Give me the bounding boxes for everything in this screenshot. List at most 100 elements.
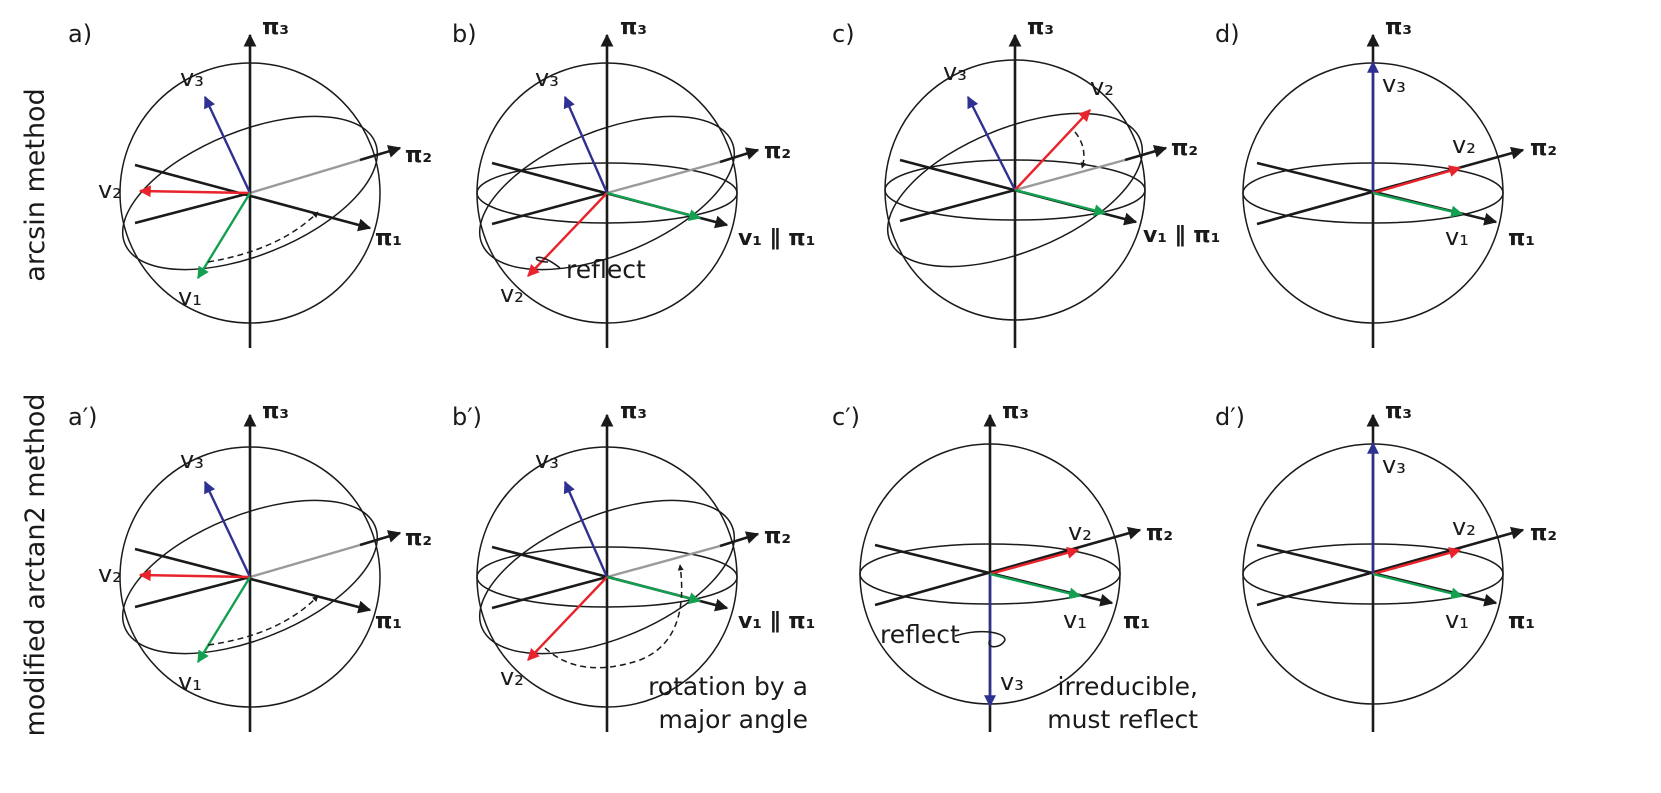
panel-d-prime: d′) π₃ π₂ π₁ v₃ v₂ v₁ xyxy=(1215,399,1557,732)
panel-a-prime-tag: a′) xyxy=(68,403,98,431)
row-label-bottom: modified arctan2 method xyxy=(20,394,51,737)
panel-b-v3-arrow xyxy=(563,95,609,194)
panel-a-prime: a′) π₃ π₂ π₁ v₃ v₂ v₁ xyxy=(68,399,432,732)
panel-c-v1-arrow xyxy=(1014,188,1107,217)
panel-b-tag: b) xyxy=(452,20,477,48)
panel-d-pi3-label: π₃ xyxy=(1385,15,1412,40)
panel-b-prime-note-line1: rotation by a xyxy=(648,672,808,701)
panel-a-pi2-label: π₂ xyxy=(405,143,432,168)
panel-b-v3-label: v₃ xyxy=(535,64,559,92)
panel-b-v1pi1-label: v₁ ∥ π₁ xyxy=(738,226,815,251)
panel-b-prime-tag: b′) xyxy=(452,403,482,431)
panel-d-prime-tag: d′) xyxy=(1215,403,1245,431)
panel-d: d) π₃ π₂ π₁ v₃ v₂ v₁ xyxy=(1215,15,1557,348)
panel-d-prime-v3-label: v₃ xyxy=(1382,451,1406,479)
panel-d-prime-pi3-label: π₃ xyxy=(1385,399,1412,424)
panel-b-prime-v1pi1-label: v₁ ∥ π₁ xyxy=(738,609,815,634)
panel-d-v1-label: v₁ xyxy=(1445,223,1469,251)
panel-b: b) π₃ π₂ v₁ ∥ π₁ v₃ v₂ reflect xyxy=(452,15,815,348)
panel-d-v3-label: v₃ xyxy=(1382,70,1406,98)
panel-c-prime-reflect-note: reflect xyxy=(880,620,960,649)
panel-c-prime-note-line1: irreducible, xyxy=(1058,672,1198,701)
panel-b-reflect-note: reflect xyxy=(566,255,646,284)
panel-b-prime-pi2-axis xyxy=(719,531,760,548)
panel-c-prime-pi2-label: π₂ xyxy=(1146,521,1173,546)
panel-a-prime-pi2-label: π₂ xyxy=(405,526,432,551)
panel-c-prime-v1-arrow xyxy=(989,572,1082,600)
panel-c-v3-arrow xyxy=(966,95,1017,191)
panel-a: a) π₃ π₂ π₁ v₃ v₂ v₁ xyxy=(68,15,432,348)
panel-c-pi2-front xyxy=(899,188,1016,223)
panel-a-prime-rotated-plane xyxy=(121,499,379,655)
panel-c-pi2-label: π₂ xyxy=(1171,136,1198,161)
panel-a-v2-arrow xyxy=(138,185,251,198)
panel-a-v1-arrow xyxy=(196,192,252,280)
panel-c-prime: c′) π₃ π₂ π₁ v₂ v₁ v₃ reflect irreducibl… xyxy=(832,399,1198,734)
panel-a-prime-v1-label: v₁ xyxy=(178,668,202,696)
panel-b-prime-v2-arrow xyxy=(527,576,608,661)
panel-b-prime-v2-label: v₂ xyxy=(500,663,524,691)
panel-d-prime-pi2-label: π₂ xyxy=(1530,521,1557,546)
panel-c-prime-tag: c′) xyxy=(832,403,860,431)
panel-c-prime-v2-arrow xyxy=(989,547,1080,576)
panel-c-rotation-dashed xyxy=(1074,131,1087,169)
panel-c-prime-pi3-label: π₃ xyxy=(1002,399,1029,424)
panel-d-v2-arrow xyxy=(1372,165,1462,195)
panel-c-prime-pi1-label: π₁ xyxy=(1123,609,1150,634)
panel-a-v2-label: v₂ xyxy=(98,176,122,204)
panel-a-prime-pi3-label: π₃ xyxy=(262,399,289,424)
panel-d-v1-arrow xyxy=(1372,191,1464,218)
panel-a-prime-v3-arrow xyxy=(203,480,252,578)
panel-a-pi1-label: π₁ xyxy=(375,226,402,251)
panel-c-prime-v2-label: v₂ xyxy=(1068,518,1092,546)
panel-a-rotated-plane xyxy=(121,115,379,271)
panel-b-v1-arrow xyxy=(606,191,702,221)
panel-a-pi1-axis xyxy=(134,163,372,232)
panel-c-pi2-back xyxy=(1014,158,1126,192)
panel-c-rotated-plane xyxy=(886,112,1144,268)
panel-b-prime-pi3-label: π₃ xyxy=(620,399,647,424)
panel-b-v2-label: v₂ xyxy=(500,280,524,308)
panel-a-prime-pi1-label: π₁ xyxy=(375,609,402,634)
panel-b-reflect-loop xyxy=(535,256,561,269)
panel-a-prime-rotation-dashed xyxy=(207,595,319,646)
panel-d-prime-v1-arrow xyxy=(1372,572,1464,600)
panel-b-pi2-axis xyxy=(719,147,760,164)
panel-b-v2-arrow xyxy=(527,192,608,277)
panel-c-prime-v3-label: v₃ xyxy=(1000,668,1024,696)
panel-a-pi2-front xyxy=(134,191,251,225)
panel-a-v3-label: v₃ xyxy=(180,64,204,92)
panel-c-tag: c) xyxy=(832,20,855,48)
panel-a-pi3-label: π₃ xyxy=(262,15,289,40)
panel-d-pi1-label: π₁ xyxy=(1508,226,1535,251)
panel-d-prime-v1-label: v₁ xyxy=(1445,606,1469,634)
panel-a-prime-pi1-axis xyxy=(134,547,372,614)
panel-d-prime-v2-label: v₂ xyxy=(1452,513,1476,541)
panel-c-v3-label: v₃ xyxy=(943,58,967,86)
panel-c-pi3-label: π₃ xyxy=(1027,15,1054,40)
panel-b-prime-v3-arrow xyxy=(563,480,609,578)
panel-d-v2-label: v₂ xyxy=(1452,131,1476,159)
panel-c-prime-note-line2: must reflect xyxy=(1047,705,1198,734)
panel-a-pi2-axis xyxy=(359,145,402,162)
panel-a-prime-v2-arrow xyxy=(138,569,251,582)
panel-d-pi2-label: π₂ xyxy=(1530,136,1557,161)
panel-a-pi2-back xyxy=(249,158,361,195)
panel-b-prime-v1-arrow xyxy=(606,575,702,605)
panel-a-prime-pi2-front xyxy=(134,575,251,609)
panel-b-rotated-plane xyxy=(478,115,736,271)
panel-c-prime-reflect-loop xyxy=(954,630,1006,648)
panel-a-tag: a) xyxy=(68,20,92,48)
panel-b-prime-rotated-plane xyxy=(478,499,736,655)
panel-c-prime-pi2-axis xyxy=(874,526,1142,607)
panel-d-prime-v2-arrow xyxy=(1372,547,1462,576)
panel-b-prime: b′) π₃ π₂ v₁ ∥ π₁ v₃ v₂ rotation by a ma… xyxy=(452,399,815,734)
row-label-top: arcsin method xyxy=(20,88,51,281)
panel-b-pi3-label: π₃ xyxy=(620,15,647,40)
panel-c-v2-arrow xyxy=(1014,109,1091,191)
panel-a-prime-pi2-axis xyxy=(359,530,402,547)
panel-c-prime-v1-label: v₁ xyxy=(1063,606,1087,634)
panel-d-prime-pi1-label: π₁ xyxy=(1508,609,1535,634)
panel-b-prime-pi2-back xyxy=(606,544,721,579)
